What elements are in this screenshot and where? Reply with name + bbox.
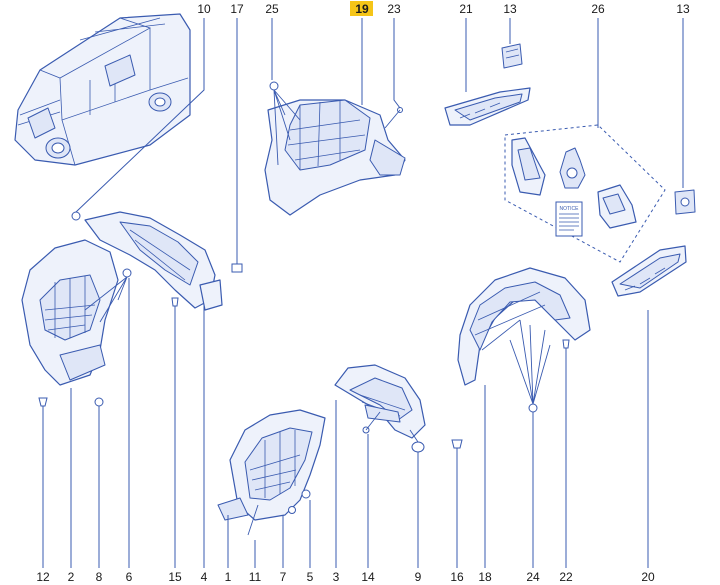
bottom-label-1: 2 (68, 570, 75, 584)
part-2-front-liner (21, 239, 119, 386)
bottom-label-4: 15 (168, 570, 182, 584)
part-13-clip-b (674, 189, 696, 215)
part-13-clip-a (501, 43, 523, 69)
bottom-label-5: 4 (201, 570, 208, 584)
top-label-5: 21 (459, 2, 473, 16)
bottom-label-10: 3 (333, 570, 340, 584)
part-19-wheel-arch-liner (264, 81, 406, 216)
top-label-4: 23 (387, 2, 401, 16)
van-illustration (14, 13, 191, 166)
bottom-label-6: 1 (225, 570, 232, 584)
label-19-highlight (350, 1, 373, 16)
bottom-label-0: 12 (36, 570, 50, 584)
fasteners (38, 297, 179, 407)
bottom-label-13: 16 (450, 570, 464, 584)
bottom-label-3: 6 (126, 570, 133, 584)
top-label-2: 25 (265, 2, 279, 16)
bottom-label-14: 18 (478, 570, 492, 584)
bottom-label-11: 14 (361, 570, 375, 584)
notice-label: NOTICE (560, 206, 580, 212)
top-label-6: 13 (503, 2, 517, 16)
top-label-0: 10 (197, 2, 211, 16)
leader-lines (42, 18, 684, 568)
bottom-label-15: 24 (526, 570, 540, 584)
part-1-rear-liner (217, 409, 326, 536)
bottom-label-2: 8 (96, 570, 103, 584)
top-label-7: 26 (591, 2, 605, 16)
bottom-label-8: 7 (280, 570, 287, 584)
part-3-rear-liner (334, 364, 463, 453)
part-18-rear-liner (457, 267, 591, 413)
bottom-label-9: 5 (307, 570, 314, 584)
top-label-3: 19 (355, 2, 369, 16)
part-4-front-liner-upper (71, 211, 243, 323)
bottom-label-12: 9 (415, 570, 422, 584)
bottom-label-16: 22 (559, 570, 573, 584)
top-label-1: 17 (230, 2, 244, 16)
part-20-bracket (611, 245, 687, 297)
top-callout-labels: 10 17 25 19 23 21 13 26 13 (197, 2, 690, 16)
bottom-label-17: 20 (641, 570, 655, 584)
part-21-bracket (444, 87, 531, 126)
bottom-label-7: 11 (249, 570, 262, 584)
part-26-mudflap-kit: NOTICE (504, 124, 666, 263)
top-label-8: 13 (676, 2, 690, 16)
